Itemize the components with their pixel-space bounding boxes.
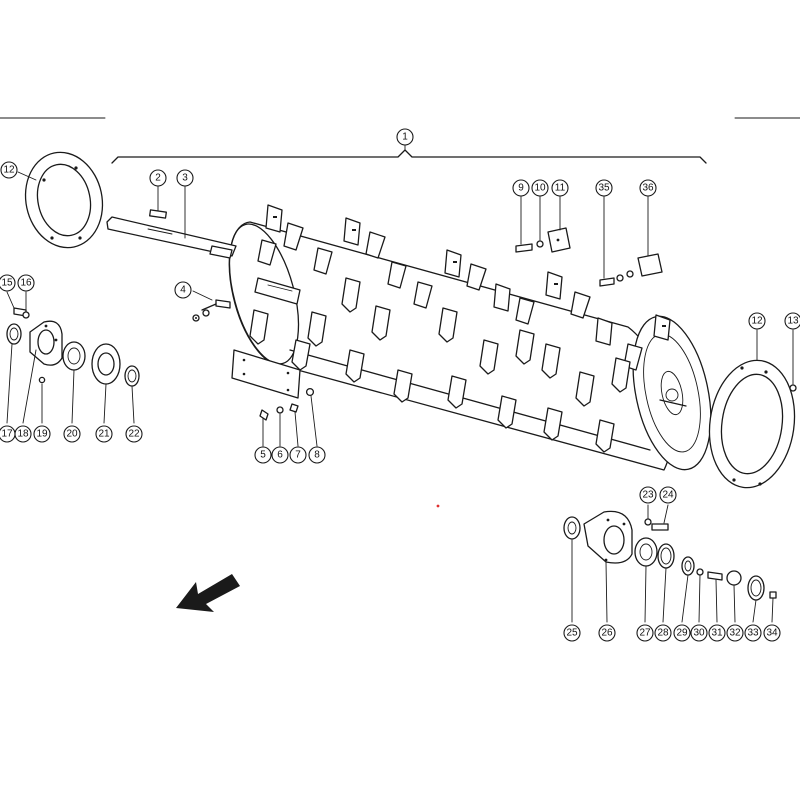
svg-text:30: 30 <box>693 628 705 639</box>
callout-26: 26 <box>598 624 616 642</box>
callout-34: 34 <box>763 624 781 642</box>
svg-text:3: 3 <box>182 173 188 184</box>
svg-text:5: 5 <box>260 450 266 461</box>
bolts-5-8 <box>259 387 315 421</box>
callout-5: 5 <box>254 446 272 464</box>
callout-12-right: 12 <box>748 312 766 330</box>
disc-ring-right <box>708 359 797 489</box>
arrow-down-left-icon <box>176 574 240 612</box>
callout-3: 3 <box>176 169 194 187</box>
svg-text:23: 23 <box>642 490 654 501</box>
cover-plate <box>231 349 301 399</box>
svg-text:20: 20 <box>66 429 78 440</box>
callout-1: 1 <box>396 128 414 146</box>
svg-text:19: 19 <box>36 429 48 440</box>
svg-text:27: 27 <box>639 628 651 639</box>
svg-text:13: 13 <box>787 316 799 327</box>
callout-8: 8 <box>308 446 326 464</box>
svg-text:35: 35 <box>598 183 610 194</box>
svg-text:11: 11 <box>555 183 566 194</box>
svg-text:15: 15 <box>1 278 13 289</box>
svg-text:9: 9 <box>518 183 524 194</box>
callout-23: 23 <box>639 486 657 504</box>
svg-text:32: 32 <box>729 628 741 639</box>
callout-19: 19 <box>33 425 51 443</box>
callout-36: 36 <box>639 179 657 197</box>
callout-13: 13 <box>784 312 800 330</box>
assembly-bracket <box>111 144 707 164</box>
callout-22: 22 <box>125 425 143 443</box>
bolt-group-9-11 <box>515 227 571 253</box>
callout-24: 24 <box>659 486 677 504</box>
callout-32: 32 <box>726 624 744 642</box>
callout-31: 31 <box>708 624 726 642</box>
shaft <box>106 216 237 259</box>
svg-text:8: 8 <box>314 450 320 461</box>
svg-text:10: 10 <box>534 183 546 194</box>
callout-6: 6 <box>271 446 289 464</box>
svg-text:18: 18 <box>17 429 29 440</box>
svg-text:12: 12 <box>751 316 763 327</box>
svg-text:25: 25 <box>566 628 578 639</box>
callout-35: 35 <box>595 179 613 197</box>
callout-2: 2 <box>149 169 167 187</box>
callout-12-left: 12 <box>0 161 18 179</box>
callout-30: 30 <box>690 624 708 642</box>
bolt-4 <box>192 299 231 322</box>
svg-text:31: 31 <box>711 628 723 639</box>
svg-text:26: 26 <box>601 628 613 639</box>
callout-28: 28 <box>654 624 672 642</box>
callout-27: 27 <box>636 624 654 642</box>
callout-33: 33 <box>744 624 762 642</box>
callout-4: 4 <box>174 281 192 299</box>
left-bearing-group <box>6 307 140 387</box>
svg-text:36: 36 <box>642 183 654 194</box>
callout-20: 20 <box>63 425 81 443</box>
marker-dot <box>436 504 440 508</box>
rotor-tines <box>249 204 671 453</box>
svg-text:7: 7 <box>295 450 301 461</box>
callouts: 1 2 3 4 5 6 7 8 9 10 11 12 12 13 15 16 1… <box>0 128 800 642</box>
callout-17: 17 <box>0 425 16 443</box>
callout-29: 29 <box>673 624 691 642</box>
svg-text:22: 22 <box>128 429 140 440</box>
svg-text:21: 21 <box>98 429 110 440</box>
leader-lines <box>6 171 794 623</box>
svg-text:6: 6 <box>277 450 283 461</box>
svg-text:4: 4 <box>180 285 186 296</box>
svg-text:17: 17 <box>1 429 13 440</box>
svg-text:16: 16 <box>20 278 32 289</box>
disc-ring-left <box>24 151 104 249</box>
callout-16: 16 <box>17 274 35 292</box>
callout-7: 7 <box>289 446 307 464</box>
callout-15: 15 <box>0 274 16 292</box>
svg-text:2: 2 <box>155 173 161 184</box>
callout-25: 25 <box>563 624 581 642</box>
svg-text:24: 24 <box>662 490 674 501</box>
svg-text:29: 29 <box>676 628 688 639</box>
right-bearing-group <box>563 510 777 601</box>
svg-text:33: 33 <box>747 628 759 639</box>
svg-text:34: 34 <box>766 628 778 639</box>
callout-11: 11 <box>551 179 569 197</box>
svg-text:12: 12 <box>3 165 15 176</box>
callout-10: 10 <box>531 179 549 197</box>
callout-18: 18 <box>14 425 32 443</box>
bolt-group-35-36 <box>599 253 663 287</box>
svg-text:28: 28 <box>657 628 669 639</box>
callout-21: 21 <box>95 425 113 443</box>
svg-text:1: 1 <box>402 132 408 143</box>
callout-9: 9 <box>512 179 530 197</box>
